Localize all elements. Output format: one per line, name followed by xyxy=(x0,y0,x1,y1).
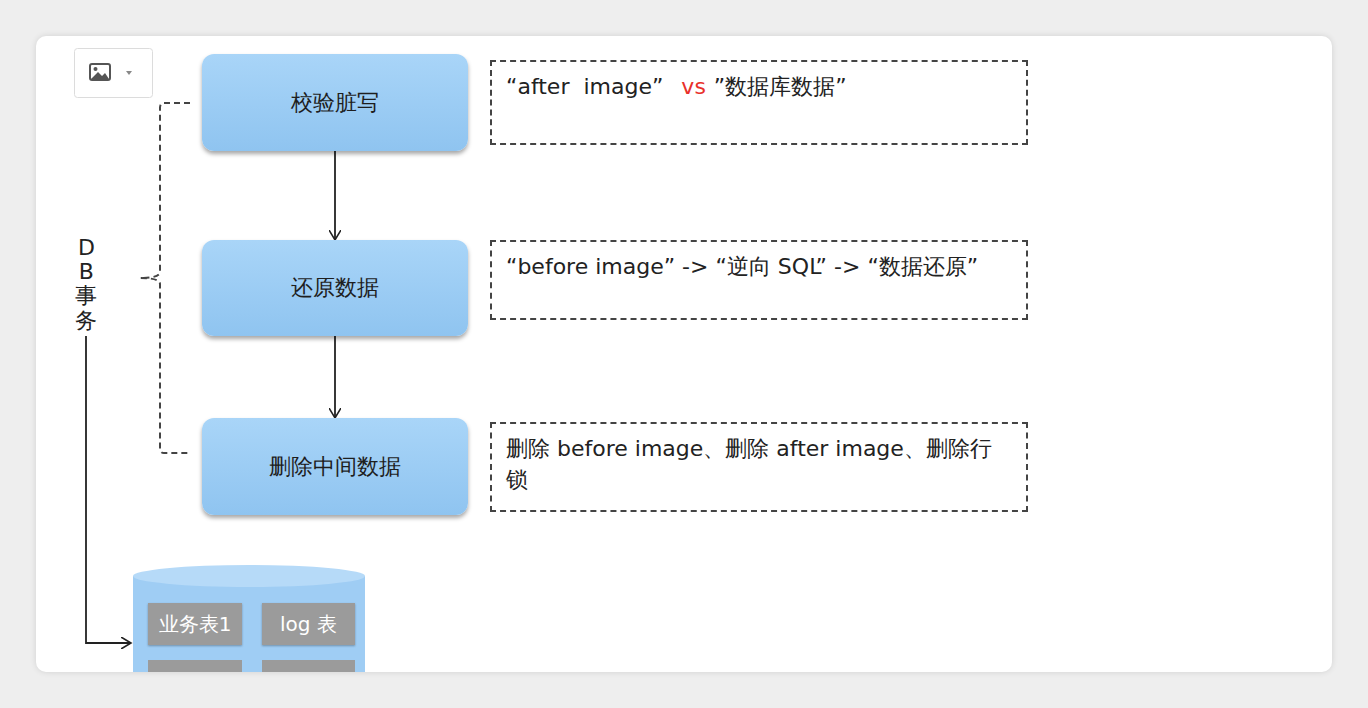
node-text: vs xyxy=(681,74,705,99)
note-box: “before image” -> “逆向 SQL” -> “数据还原” xyxy=(490,240,1028,320)
note-box: 删除 before image、删除 after image、删除行锁 xyxy=(490,422,1028,512)
process-box: 校验脏写 xyxy=(202,54,468,151)
node-text: 业务表1 xyxy=(159,612,232,636)
node-text: 还原数据 xyxy=(291,275,379,300)
table-box: log 表 xyxy=(262,603,355,645)
process-box: 还原数据 xyxy=(202,240,468,336)
node-text: 删除中间数据 xyxy=(269,454,401,479)
database-cylinder xyxy=(133,565,365,672)
flow-arrow xyxy=(334,151,336,240)
canvas-card: 校验脏写 “after image” vs ”数据库数据” 还原数据 “before im… xyxy=(36,36,1332,672)
leader-arrow xyxy=(86,336,131,643)
node-text: 删除 before image、删除 after image、删除行锁 xyxy=(506,436,992,492)
node-text: “after image” xyxy=(506,74,663,99)
process-box: 删除中间数据 xyxy=(202,418,468,515)
node-text: log 表 xyxy=(280,612,337,636)
node-text: “before image” -> “逆向 SQL” -> “数据还原” xyxy=(506,254,978,279)
node-text: ”数据库数据” xyxy=(714,74,847,99)
node-text: 校验脏写 xyxy=(291,90,379,115)
flow-arrow xyxy=(334,336,336,418)
vertical-label: DB事务 xyxy=(71,236,102,333)
group-bracket xyxy=(140,103,190,453)
image-button xyxy=(75,49,153,98)
note-box: “after image” vs ”数据库数据” xyxy=(490,60,1028,145)
table-box: 业务表1 xyxy=(148,603,242,645)
